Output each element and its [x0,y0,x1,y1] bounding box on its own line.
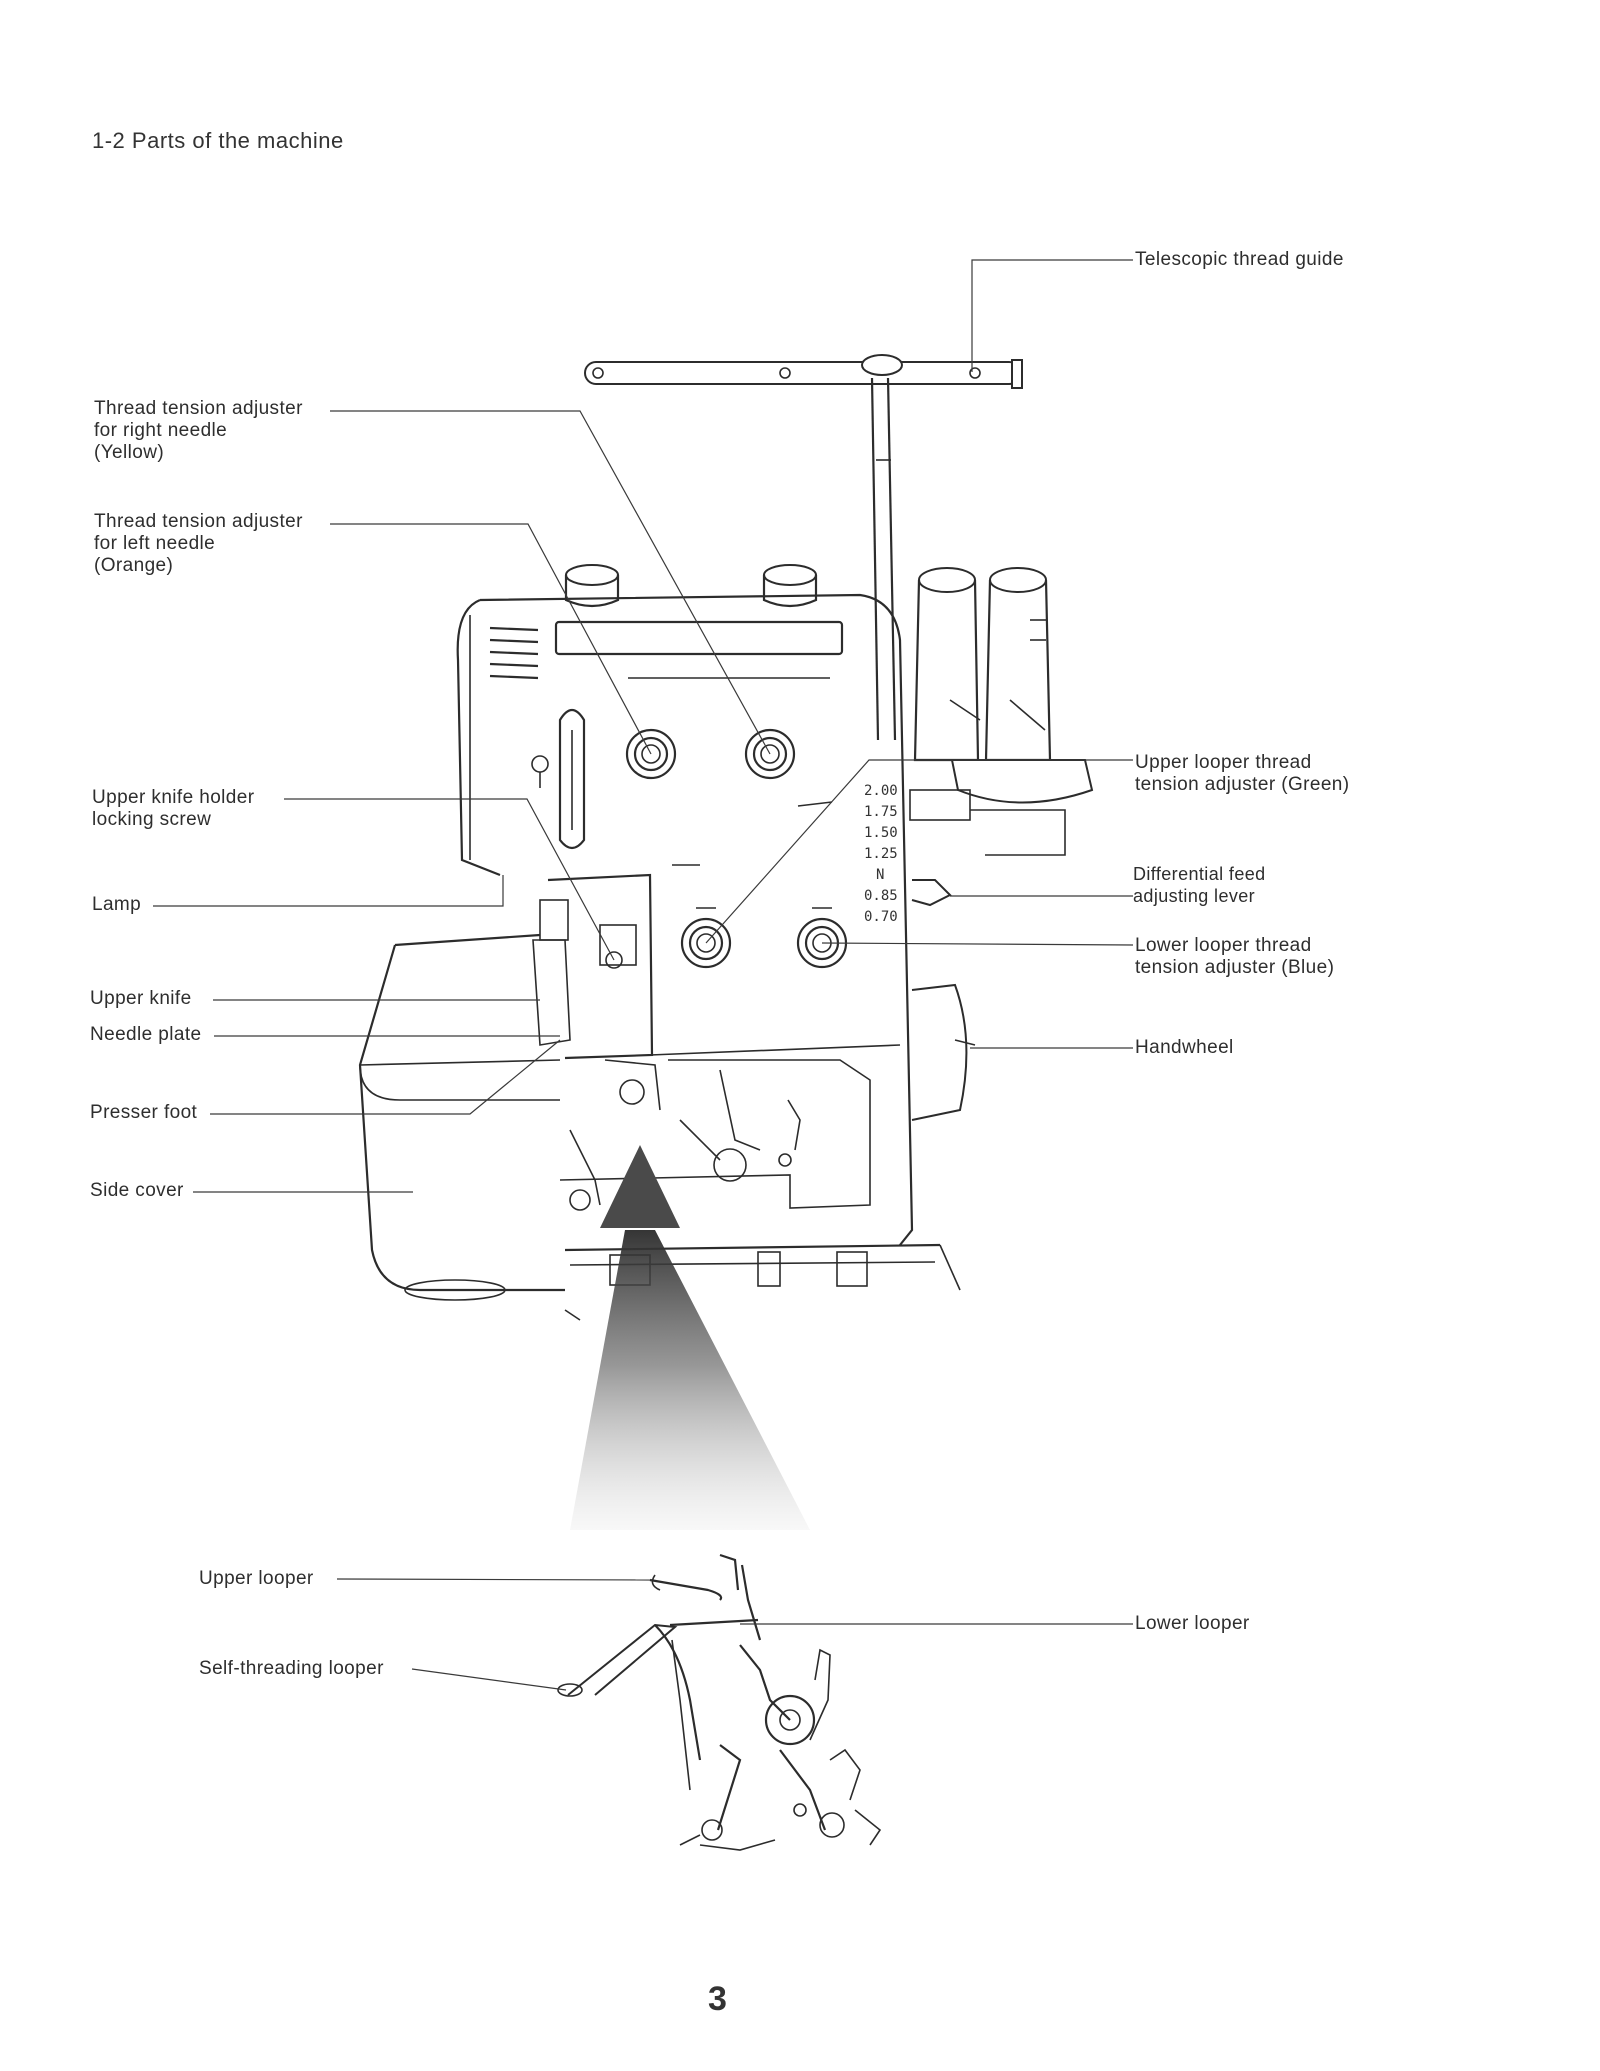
label-thread-tension-right-needle: Thread tension adjuster for right needle… [94,398,303,463]
differential-feed-scale: 2.00 1.75 1.50 1.25 N 0.85 0.70 [864,783,898,925]
label-differential-feed-lever: Differential feed adjusting lever [1133,864,1266,906]
label-lamp: Lamp [92,894,142,915]
label-side-cover: Side cover [90,1180,184,1201]
looper-detail-drawing [557,1553,882,1851]
thread-cones-drawing [909,567,1094,856]
label-upper-looper-thread-tension: Upper looper thread tension adjuster (Gr… [1135,752,1350,795]
label-thread-tension-left-needle: Thread tension adjuster for left needle … [94,511,303,576]
scale-tick-1-25: 1.25 [864,846,898,862]
scale-tick-0-85: 0.85 [864,888,898,904]
label-lower-looper-thread-tension: Lower looper thread tension adjuster (Bl… [1135,935,1335,978]
page-number: 3 [708,1980,727,2018]
zoom-arrow [570,1145,810,1530]
telescopic-thread-guide-drawing [584,354,1023,741]
section-title: 1-2 Parts of the machine [92,128,344,153]
label-upper-knife: Upper knife [90,988,192,1009]
label-handwheel: Handwheel [1135,1037,1234,1058]
label-upper-looper: Upper looper [199,1568,314,1589]
scale-tick-1-50: 1.50 [864,825,898,841]
label-upper-knife-holder-locking-screw: Upper knife holder locking screw [92,787,255,830]
label-telescopic-thread-guide: Telescopic thread guide [1135,249,1344,270]
scale-tick-n: N [876,867,884,883]
scale-tick-1-75: 1.75 [864,804,898,820]
label-presser-foot: Presser foot [90,1102,198,1123]
spool-pins-drawing [564,564,818,608]
leader-lines [153,259,1134,1691]
scale-tick-0-70: 0.70 [864,909,898,925]
label-self-threading-looper: Self-threading looper [199,1658,384,1679]
label-needle-plate: Needle plate [90,1024,202,1045]
machine-body-drawing [358,593,976,1321]
scale-tick-2-00: 2.00 [864,783,898,799]
label-lower-looper: Lower looper [1135,1613,1250,1634]
